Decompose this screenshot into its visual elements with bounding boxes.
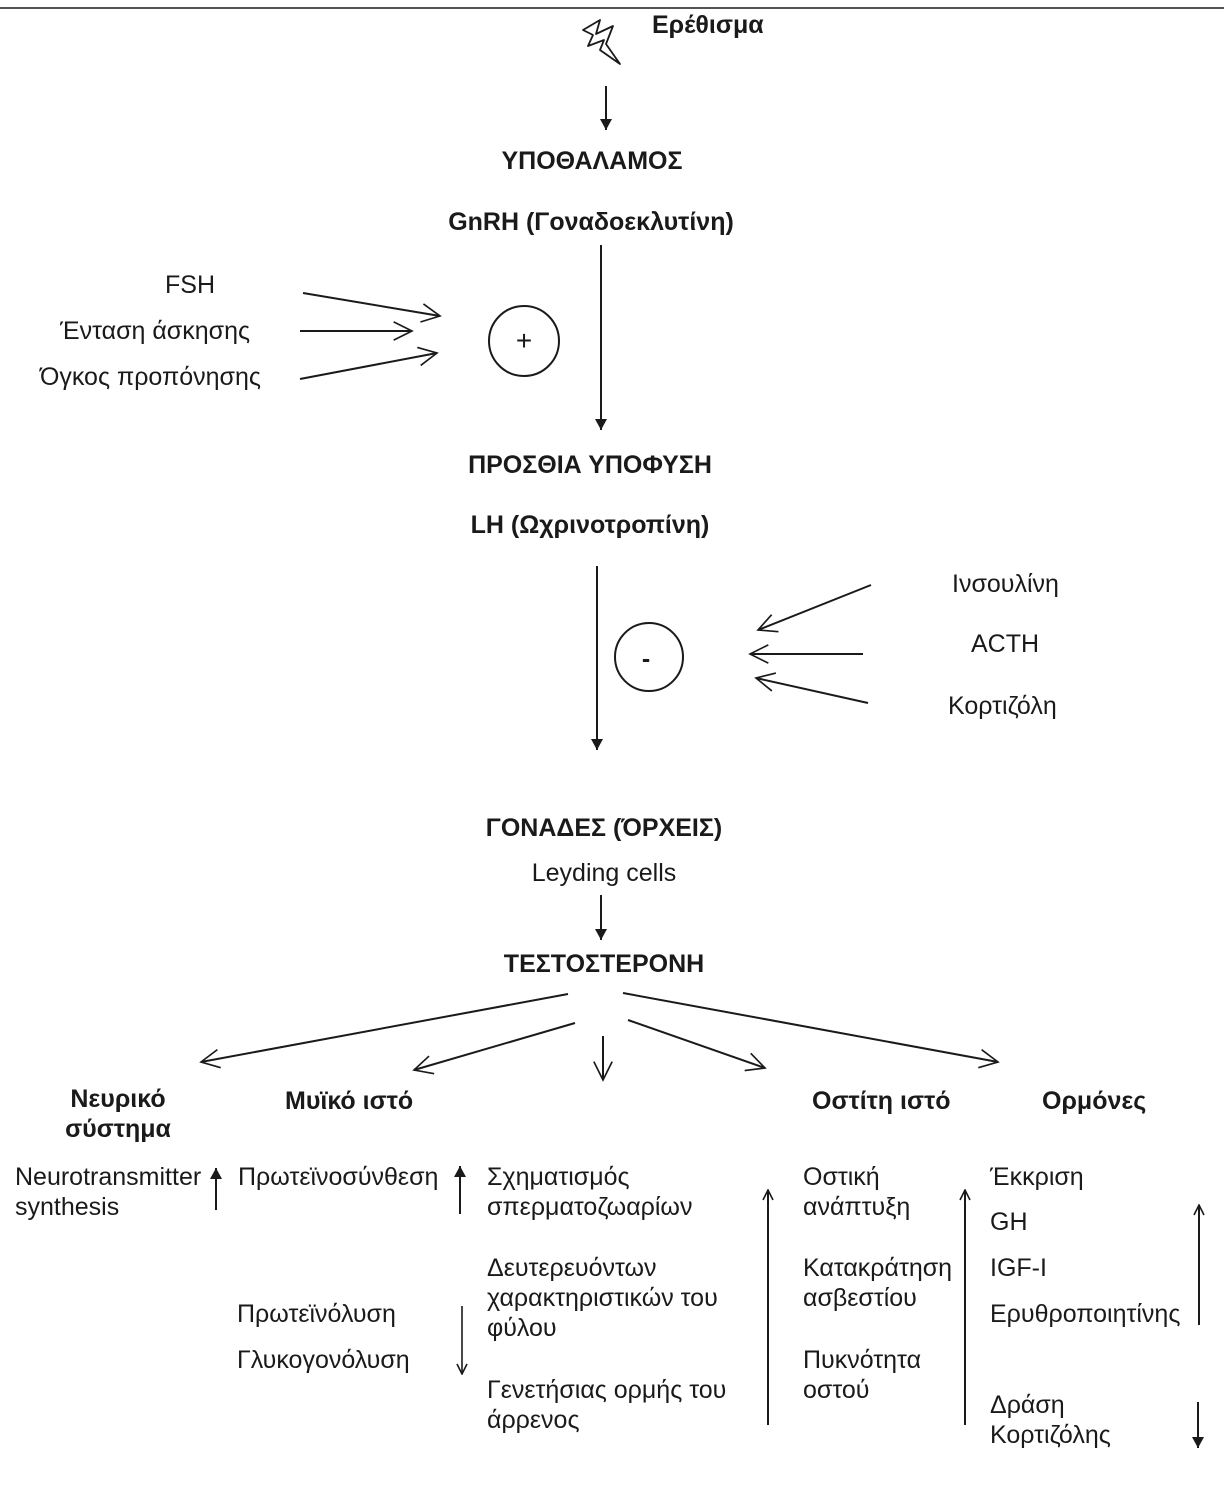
positive-factor-fsh: FSH: [165, 271, 215, 299]
effect-calcium-retention: Κατακράτηση ασβεστίου: [803, 1254, 953, 1312]
effect-protein-synthesis: Πρωτεϊνοσύνθεση: [238, 1163, 439, 1191]
plus-sign: +: [515, 325, 533, 356]
gonads-label: ΓΟΝΑΔΕΣ (ΌΡΧΕΙΣ): [485, 814, 723, 842]
negative-factor-acth: ACTH: [971, 630, 1040, 658]
effect-bone-growth: Οστική ανάπτυξη: [803, 1163, 911, 1221]
negative-factor-cortisol: Κορτιζόλη: [948, 692, 1057, 720]
effect-erythropoietin: Ερυθροποιητίνης: [990, 1300, 1181, 1328]
effect-glycogenolysis: Γλυκογονόλυση: [237, 1346, 410, 1374]
effect-secondary-sex-characteristics: Δευτερευόντων χαρακτηριστικών του φύλου: [487, 1254, 718, 1342]
effect-spermatogenesis: Σχηματισμός σπερματοζωαρίων: [487, 1163, 693, 1221]
positive-circle: [488, 305, 560, 377]
effect-proteolysis: Πρωτεϊνόλυση: [237, 1300, 396, 1328]
arrow-training-volume: [299, 353, 437, 380]
effect-secretion: Έκκριση: [990, 1163, 1084, 1191]
arrow-to-bone: [627, 1019, 765, 1068]
negative-circle: [614, 622, 684, 692]
effect-male-libido: Γενετήσιας ορμής του άρρενος: [487, 1376, 727, 1434]
effect-cortisol-action: Δράση Κορτιζόλης: [990, 1391, 1111, 1449]
arrow-insulin: [758, 584, 872, 630]
arrow-to-nervous: [201, 993, 569, 1062]
category-hormones: Ορμόνες: [1042, 1087, 1147, 1115]
stimulus-label: Ερέθισμα: [652, 11, 764, 39]
minus-sign: -: [641, 645, 651, 673]
effect-gh: GH: [990, 1208, 1028, 1236]
effect-bone-density: Πυκνότητα οστού: [803, 1346, 922, 1404]
category-muscle-tissue: Μυϊκό ιστό: [285, 1087, 414, 1115]
effect-igf1: IGF-I: [990, 1254, 1047, 1282]
category-nervous-system: Νευρικό σύστημα: [65, 1085, 171, 1143]
lightning-icon: [582, 19, 621, 65]
gnrh-label: GnRH (Γοναδοεκλυτίνη): [448, 208, 734, 236]
positive-factor-training-volume: Όγκος προπόνησης: [40, 363, 261, 391]
positive-factor-exercise-intensity: Ένταση άσκησης: [60, 317, 251, 345]
effect-neurotransmitter-synthesis: Neurotransmitter synthesis: [15, 1163, 202, 1221]
category-bone-tissue: Οστίτη ιστό: [812, 1087, 951, 1115]
arrow-to-muscle: [414, 1022, 576, 1070]
hypothalamus-label: ΥΠΟΘΑΛΑΜΟΣ: [501, 147, 683, 175]
arrow-fsh: [302, 292, 440, 316]
testosterone-label: ΤΕΣΤΟΣΤΕΡΟΝΗ: [503, 950, 705, 978]
negative-factor-insulin: Ινσουλίνη: [952, 570, 1059, 598]
lh-label: LH (Ωχρινοτροπίνη): [470, 511, 710, 539]
leydig-label: Leyding cells: [531, 859, 677, 887]
arrow-to-hormones: [622, 992, 998, 1062]
anterior-pituitary-label: ΠΡΟΣΘΙΑ ΥΠΟΦΥΣΗ: [468, 451, 712, 479]
arrow-cortisol: [756, 678, 869, 704]
